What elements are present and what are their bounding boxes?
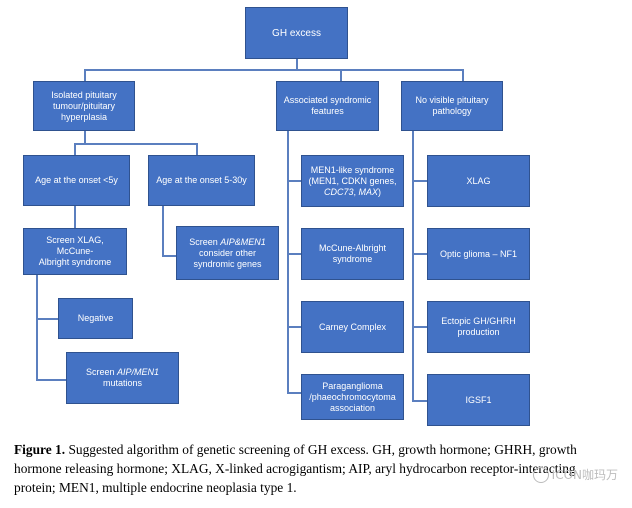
connector <box>412 326 427 328</box>
connector <box>340 69 342 81</box>
paraganglioma-box: Paraganglioma /phaeochromocytoma associa… <box>301 374 404 420</box>
cdc73-gene-label: CDC73 <box>323 186 354 197</box>
isolated-line-3: hyperplasia <box>60 111 107 122</box>
figure-caption: Figure 1. Suggested algorithm of genetic… <box>14 440 618 497</box>
connector <box>36 379 66 381</box>
connector <box>84 131 86 144</box>
no-visible-line-1: No visible pituitary <box>415 95 489 105</box>
aip-men1-gene-label: AIP/MEN1 <box>117 367 160 377</box>
paraganglioma-line-3: association <box>329 402 375 413</box>
ectopic-line-1: Ectopic GH/GHRH <box>441 316 516 326</box>
ectopic-line-2: production <box>457 327 500 337</box>
igsf1-label: IGSF1 <box>465 394 492 405</box>
associated-line-2: features <box>311 106 344 116</box>
xlag-box: XLAG <box>427 155 530 207</box>
caption-text: Suggested algorithm of genetic screening… <box>14 442 577 495</box>
screen-aip-men1-line-3: syndromic genes <box>193 258 262 269</box>
carney-label: Carney Complex <box>318 321 387 332</box>
connector <box>412 131 414 401</box>
connector <box>36 275 38 380</box>
gh-excess-label: GH excess <box>272 27 321 39</box>
wechat-logo-icon <box>532 466 549 483</box>
men1-like-line-1: MEN1-like syndrome <box>310 164 395 175</box>
connector <box>84 69 463 71</box>
men1-like-syndrome-box: MEN1-like syndrome (MEN1, CDKN genes, CD… <box>301 155 404 207</box>
no-visible-line-2: pathology <box>432 106 472 116</box>
associated-syndromic-box: Associated syndromic features <box>276 81 379 131</box>
men1-like-line-2: (MEN1, CDKN genes, <box>308 175 397 186</box>
separator: , <box>353 186 359 197</box>
paraganglioma-line-2: /phaeochromocytoma <box>309 391 396 402</box>
connector <box>287 180 301 182</box>
screen-aip-men1-line-2: consider other <box>198 247 257 258</box>
connector <box>196 143 198 155</box>
screen-xlag-line-1: Screen XLAG, McCune- <box>46 235 104 256</box>
gh-excess-box: GH excess <box>245 7 348 59</box>
isolated-pituitary-box: Isolated pituitary tumour/pituitary hype… <box>33 81 135 131</box>
connector <box>74 143 76 155</box>
ectopic-gh-box: Ectopic GH/GHRH production <box>427 301 530 353</box>
screen-xlag-box: Screen XLAG, McCune- Albright syndrome <box>23 228 127 275</box>
negative-box: Negative <box>58 298 133 339</box>
screen-aip-men1-mutations-box: Screen AIP/MEN1 mutations <box>66 352 179 404</box>
screen-xlag-line-2: Albright syndrome <box>38 257 112 267</box>
screen-aip-men1-line-1: Screen AIP&MEN1 <box>189 237 266 248</box>
connector <box>287 253 301 255</box>
max-gene-label: MAX <box>358 186 379 197</box>
connector <box>162 255 176 257</box>
isolated-line-1: Isolated pituitary <box>51 89 117 100</box>
xlag-label: XLAG <box>466 175 491 186</box>
genetic-screening-flowchart: GH excess Isolated pituitary tumour/pitu… <box>23 7 530 426</box>
watermark-text: ICON咖玛万 <box>551 468 618 482</box>
associated-line-1: Associated syndromic <box>283 95 372 105</box>
screen-mutations-line-2: mutations <box>102 378 142 388</box>
screen-aip-men1-consider-box: Screen AIP&MEN1 consider other syndromic… <box>176 226 279 280</box>
connector <box>287 392 301 394</box>
aip-men1-gene-label: AIP&MEN1 <box>220 236 266 247</box>
screen-prefix: Screen <box>85 367 117 377</box>
mccune-albright-box: McCune-Albright syndrome <box>301 228 404 280</box>
isolated-line-2: tumour/pituitary <box>52 100 115 111</box>
connector <box>162 206 164 256</box>
connector <box>296 59 298 70</box>
screen-prefix: Screen <box>189 236 221 247</box>
connector <box>412 400 427 402</box>
optic-glioma-label: Optic glioma – NF1 <box>439 248 518 259</box>
connector <box>412 180 427 182</box>
watermark: ICON咖玛万 <box>532 466 618 483</box>
mccune-line-1: McCune-Albright <box>318 243 387 253</box>
optic-glioma-box: Optic glioma – NF1 <box>427 228 530 280</box>
connector <box>287 131 289 393</box>
no-visible-pathology-box: No visible pituitary pathology <box>401 81 503 131</box>
age-under-5-box: Age at the onset <5y <box>23 155 130 206</box>
age-5-30-box: Age at the onset 5-30y <box>148 155 255 206</box>
connector <box>74 206 76 228</box>
connector <box>412 253 427 255</box>
connector <box>36 318 58 320</box>
connector <box>84 69 86 81</box>
igsf1-box: IGSF1 <box>427 374 530 426</box>
figure-label: Figure 1. <box>14 442 66 457</box>
mccune-line-2: syndrome <box>332 254 373 264</box>
closing-paren: ) <box>378 186 382 197</box>
age-5-30-label: Age at the onset 5-30y <box>156 175 247 185</box>
carney-complex-box: Carney Complex <box>301 301 404 353</box>
connector <box>74 143 197 145</box>
paraganglioma-line-1: Paraganglioma <box>322 380 383 391</box>
men1-like-line-3: CDC73, MAX) <box>308 187 396 198</box>
connector <box>462 69 464 81</box>
screen-mutations-line-1: Screen AIP/MEN1 <box>86 367 159 378</box>
negative-label: Negative <box>77 313 114 323</box>
connector <box>287 326 301 328</box>
age-under-5-label: Age at the onset <5y <box>35 175 118 185</box>
